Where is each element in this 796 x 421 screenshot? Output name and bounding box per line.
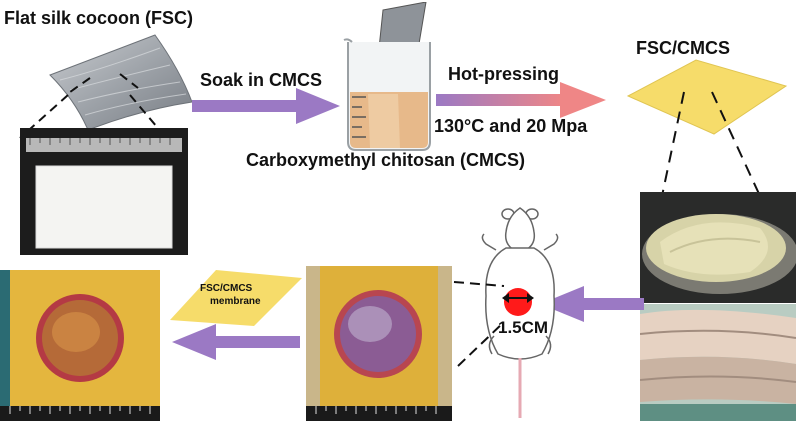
silk-sheet-icon [49, 34, 193, 131]
soak-arrow [192, 88, 340, 124]
membrane-on-hand-photo [640, 304, 796, 421]
hot-pressing-arrow [436, 82, 606, 118]
beaker-icon [343, 2, 431, 151]
fsc-cmcs-title: FSC/CMCS [636, 38, 730, 58]
fsc-title: Flat silk cocoon (FSC) [4, 8, 194, 28]
membrane-label-line1: FSC/CMCS [200, 283, 253, 294]
membrane-sheet [170, 270, 302, 326]
cmcs-label: Carboxymethyl chitosan (CMCS) [246, 150, 526, 170]
to-mouse-arrow [540, 286, 644, 322]
conditions-label: 130°C and 20 Mpa [434, 116, 588, 136]
membrane-label-line2: membrane [210, 296, 261, 307]
fsc-cmcs-sheet [626, 59, 788, 135]
wound-size-label: 1.5CM [498, 318, 549, 337]
soak-label: Soak in CMCS [200, 70, 323, 90]
hot-pressing-label: Hot-pressing [448, 64, 560, 84]
wound-with-membrane-photo [306, 266, 452, 421]
wound-result-photo [0, 270, 160, 421]
double-arrow-icon [502, 293, 534, 303]
fsc-cmcs-photo [640, 192, 796, 303]
to-result-arrow [172, 324, 300, 360]
mouse-icon [481, 207, 559, 418]
fsc-photo [20, 128, 188, 255]
